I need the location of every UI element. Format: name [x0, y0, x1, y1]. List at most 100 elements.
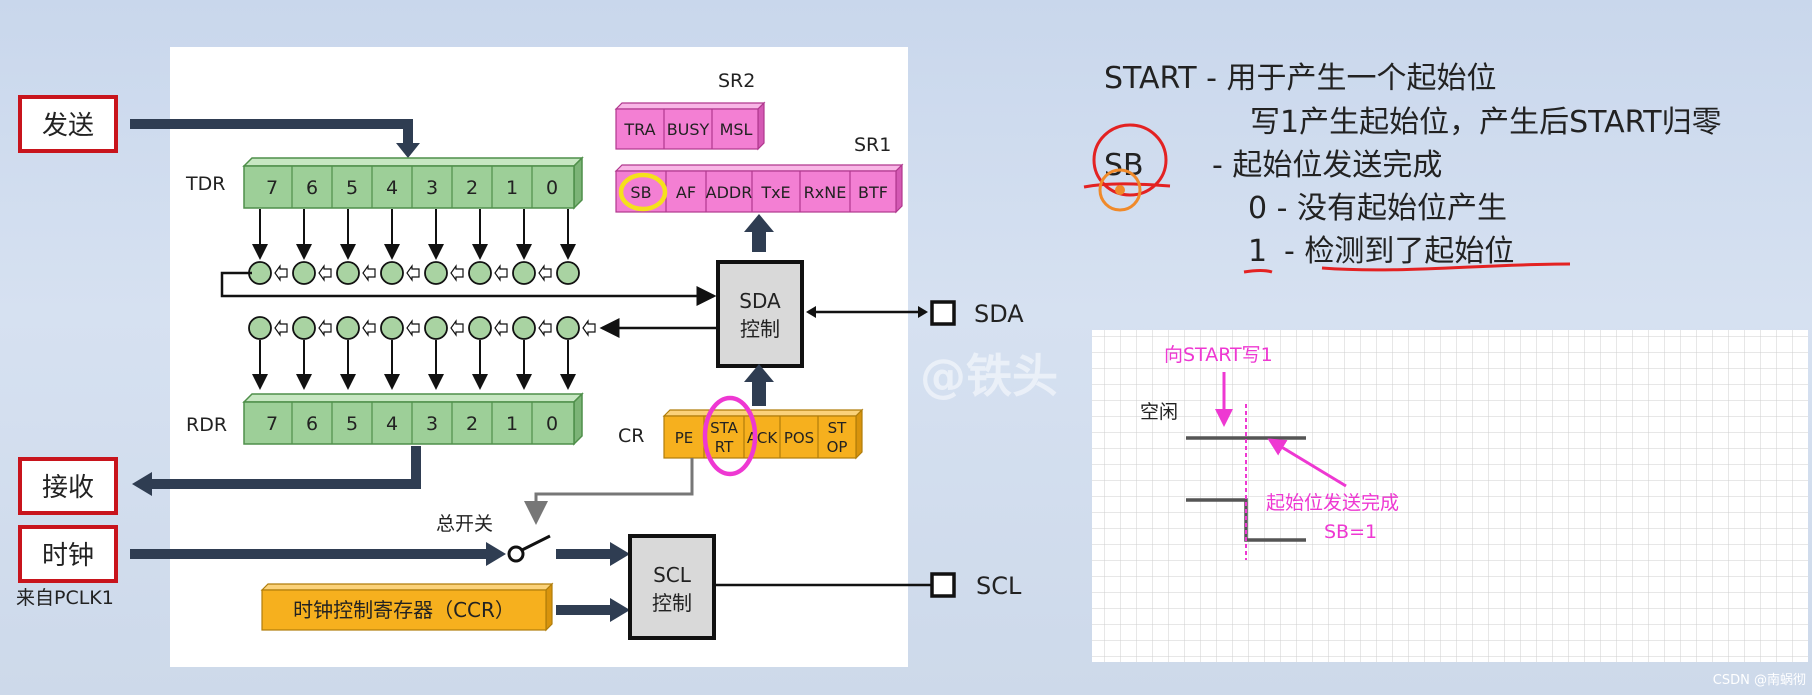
- start-highlight-ellipse: [702, 395, 758, 477]
- sda-to-sr1-arrow: [744, 214, 774, 252]
- send-label: 发送: [42, 111, 94, 141]
- note-start-detail: 写1产生起始位，产生后START归零: [1250, 105, 1722, 140]
- sr1-field-0: SB: [630, 183, 651, 202]
- sr1-field-1: AF: [676, 183, 696, 202]
- rx-shift-shift-arrow: [406, 319, 420, 337]
- credit-label: CSDN @南蜗彻: [1713, 672, 1806, 688]
- clock-arrow: [130, 542, 506, 566]
- rx-shift-shift-arrow: [362, 319, 376, 337]
- tdr-bit-4: 3: [426, 177, 438, 199]
- sb-equals-one-label: SB=1: [1324, 521, 1377, 543]
- cr-field-4-line1: ST: [828, 419, 848, 437]
- sr2-field-1: BUSY: [667, 120, 710, 139]
- rx-shift-shift-arrow: [538, 319, 552, 337]
- note-sb-zero: 0 - 没有起始位产生: [1248, 191, 1507, 226]
- sb-highlight-circle: [618, 172, 668, 212]
- tx-shift-bit-circle: [380, 261, 404, 285]
- scl-control-line1: SCL: [653, 563, 692, 587]
- main-switch: [507, 534, 551, 563]
- note-sb-one-text: - 检测到了起始位: [1284, 234, 1514, 269]
- clock-label: 时钟: [42, 541, 94, 571]
- tdr-register: [242, 156, 584, 210]
- sb-handdrawn-circle: [1092, 123, 1168, 197]
- cr-register: [662, 408, 864, 460]
- clock-source-label: 来自PCLK1: [16, 587, 114, 609]
- tx-shift-bit-circle: [336, 261, 360, 285]
- sda-control-box: SDA 控制: [716, 260, 804, 368]
- sr2-fields: TRA BUSY MSL: [623, 109, 753, 149]
- sr2-field-0: TRA: [623, 120, 655, 139]
- sr1-register: [614, 163, 904, 214]
- tx-shift-bit-circle: [424, 261, 448, 285]
- ccr-to-scl-arrow: [556, 598, 630, 622]
- cr-field-1-line2: RT: [715, 438, 734, 456]
- write-start-label: 向START写1: [1164, 344, 1273, 366]
- tdr-bit-7: 0: [546, 177, 558, 199]
- receive-label: 接收: [42, 473, 94, 503]
- scl-control-box: SCL 控制: [628, 534, 716, 640]
- cr-to-sda-arrow: [744, 364, 774, 406]
- rx-shift-bit-circle: [424, 316, 448, 340]
- tdr-bit-3: 4: [386, 177, 398, 199]
- sr2-field-2: MSL: [720, 120, 753, 139]
- rx-shift-shift-arrow: [582, 319, 596, 337]
- tx-shift-bit-circle: [556, 261, 580, 285]
- rx-shift-shift-arrow: [274, 319, 288, 337]
- tdr-bit-1: 6: [306, 177, 318, 199]
- detected-underline: [1321, 262, 1571, 272]
- rdr-bit-4: 3: [426, 413, 438, 435]
- tx-shift-to-sda-line: [220, 271, 717, 306]
- shift-to-rdr-arrows: [252, 340, 576, 390]
- sr1-field-4: RxNE: [804, 183, 847, 202]
- tx-shift-bit-circle: [512, 261, 536, 285]
- tx-shift-shift-arrow: [406, 264, 420, 282]
- note-sb-one-num: 1: [1248, 234, 1267, 269]
- sda-control-line2: 控制: [740, 317, 780, 341]
- receive-arrow: [132, 446, 421, 496]
- rx-shift-shift-arrow: [450, 319, 464, 337]
- rx-shift-bit-circle: [468, 316, 492, 340]
- scl-control-line2: 控制: [652, 591, 692, 615]
- rx-shift-bit-circle: [556, 316, 580, 340]
- receive-shift-register: [248, 316, 596, 340]
- tx-shift-bit-circle: [248, 261, 272, 285]
- sb-complete-label: 起始位发送完成: [1266, 492, 1399, 514]
- clock-label-box: 时钟: [18, 525, 118, 583]
- tdr-to-shift-arrows: [252, 209, 576, 260]
- sr2-register: [614, 101, 766, 151]
- tx-shift-shift-arrow: [538, 264, 552, 282]
- rx-shift-bit-circle: [248, 316, 272, 340]
- rdr-bit-3: 4: [386, 413, 398, 435]
- rx-shift-bit-circle: [512, 316, 536, 340]
- tx-shift-bit-circle: [468, 261, 492, 285]
- ccr-label: 时钟控制寄存器（CCR）: [293, 598, 515, 622]
- sda-pin-label: SDA: [974, 300, 1024, 328]
- rdr-bit-0: 7: [266, 413, 278, 435]
- cr-field-2-line1: ACK: [747, 429, 778, 447]
- cursor-highlight: [1098, 168, 1142, 212]
- rdr-bit-6: 1: [506, 413, 518, 435]
- rx-shift-shift-arrow: [318, 319, 332, 337]
- rdr-bit-5: 2: [466, 413, 478, 435]
- note-sb-desc: - 起始位发送完成: [1212, 148, 1442, 183]
- transmit-shift-register: [248, 261, 580, 285]
- tdr-bit-0: 7: [266, 177, 278, 199]
- tx-shift-bit-circle: [292, 261, 316, 285]
- sda-pin-square: [930, 300, 956, 326]
- sr1-field-3: TxE: [760, 183, 790, 202]
- rx-shift-shift-arrow: [494, 319, 508, 337]
- rdr-register: [242, 392, 584, 446]
- note-sb-name: SB: [1104, 148, 1144, 183]
- tx-shift-shift-arrow: [362, 264, 376, 282]
- scl-pin-square: [930, 572, 956, 598]
- cr-field-1-line1: STA: [710, 419, 739, 437]
- tx-shift-shift-arrow: [318, 264, 332, 282]
- rdr-bit-1: 6: [306, 413, 318, 435]
- scl-pin-label: SCL: [976, 572, 1022, 600]
- sr1-field-2: ADDR: [706, 183, 753, 202]
- receive-label-box: 接收: [18, 457, 118, 515]
